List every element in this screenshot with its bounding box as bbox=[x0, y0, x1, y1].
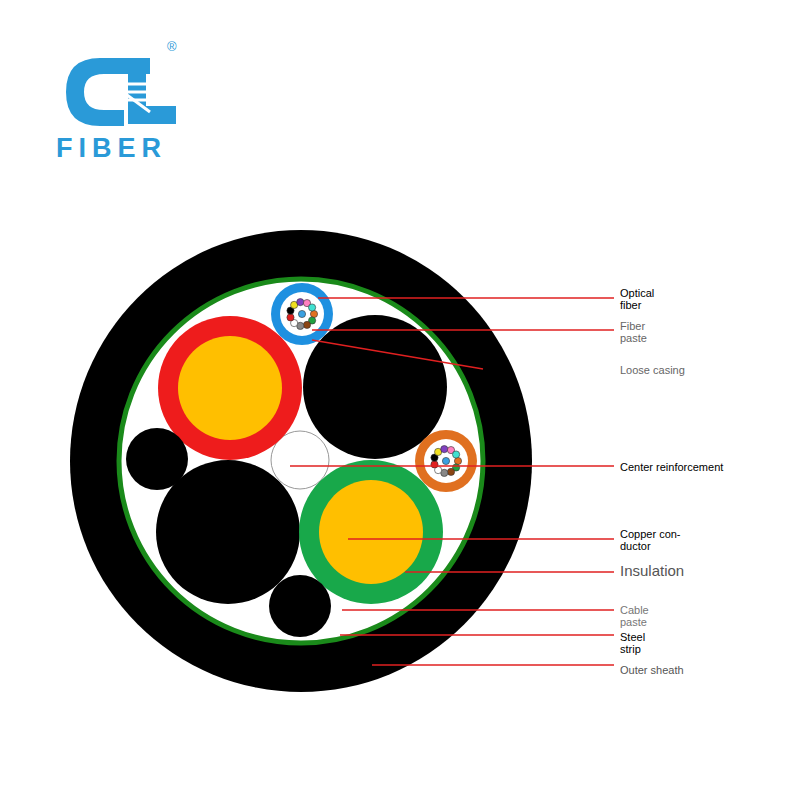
leader-lines bbox=[290, 298, 614, 665]
fiber-dot bbox=[431, 461, 438, 468]
optical-fibers bbox=[287, 299, 462, 477]
filler bbox=[303, 315, 447, 459]
part-label: Loose casing bbox=[620, 364, 740, 376]
loose-casing bbox=[271, 283, 333, 345]
part-label: Fiber paste bbox=[620, 320, 665, 344]
part-label: Optical fiber bbox=[620, 287, 672, 311]
fiber-dot bbox=[442, 457, 449, 464]
outer-sheath bbox=[70, 230, 532, 692]
fiber-dot bbox=[297, 299, 304, 306]
part-label: Outer sheath bbox=[620, 664, 740, 676]
fiber-dot bbox=[454, 457, 461, 464]
fiber-dot bbox=[441, 446, 448, 453]
fiber-dot bbox=[308, 304, 315, 311]
fiber-dot bbox=[287, 314, 294, 321]
part-label: Steel strip bbox=[620, 631, 665, 655]
registered-mark: ® bbox=[167, 40, 187, 54]
fiber-dot bbox=[303, 321, 310, 328]
insulation-green bbox=[299, 460, 443, 604]
copper-conductor bbox=[319, 480, 423, 584]
fiber-dot bbox=[310, 310, 317, 317]
copper-conductor bbox=[178, 336, 282, 440]
logo-text: FIBER bbox=[56, 134, 196, 162]
fiber-dot bbox=[452, 451, 459, 458]
part-label: Insulation bbox=[620, 563, 740, 579]
loose-casing bbox=[415, 430, 477, 492]
filler bbox=[269, 575, 331, 637]
part-label: Center reinforcement bbox=[620, 461, 790, 473]
fiber-dot bbox=[447, 468, 454, 475]
steel-strip bbox=[119, 279, 483, 643]
filler bbox=[156, 460, 300, 604]
part-label: Cable paste bbox=[620, 604, 665, 628]
part-label: Copper con- ductor bbox=[620, 528, 684, 552]
fiber-paste bbox=[424, 439, 468, 483]
fiber-dot bbox=[298, 310, 305, 317]
logo-mark bbox=[66, 58, 176, 126]
